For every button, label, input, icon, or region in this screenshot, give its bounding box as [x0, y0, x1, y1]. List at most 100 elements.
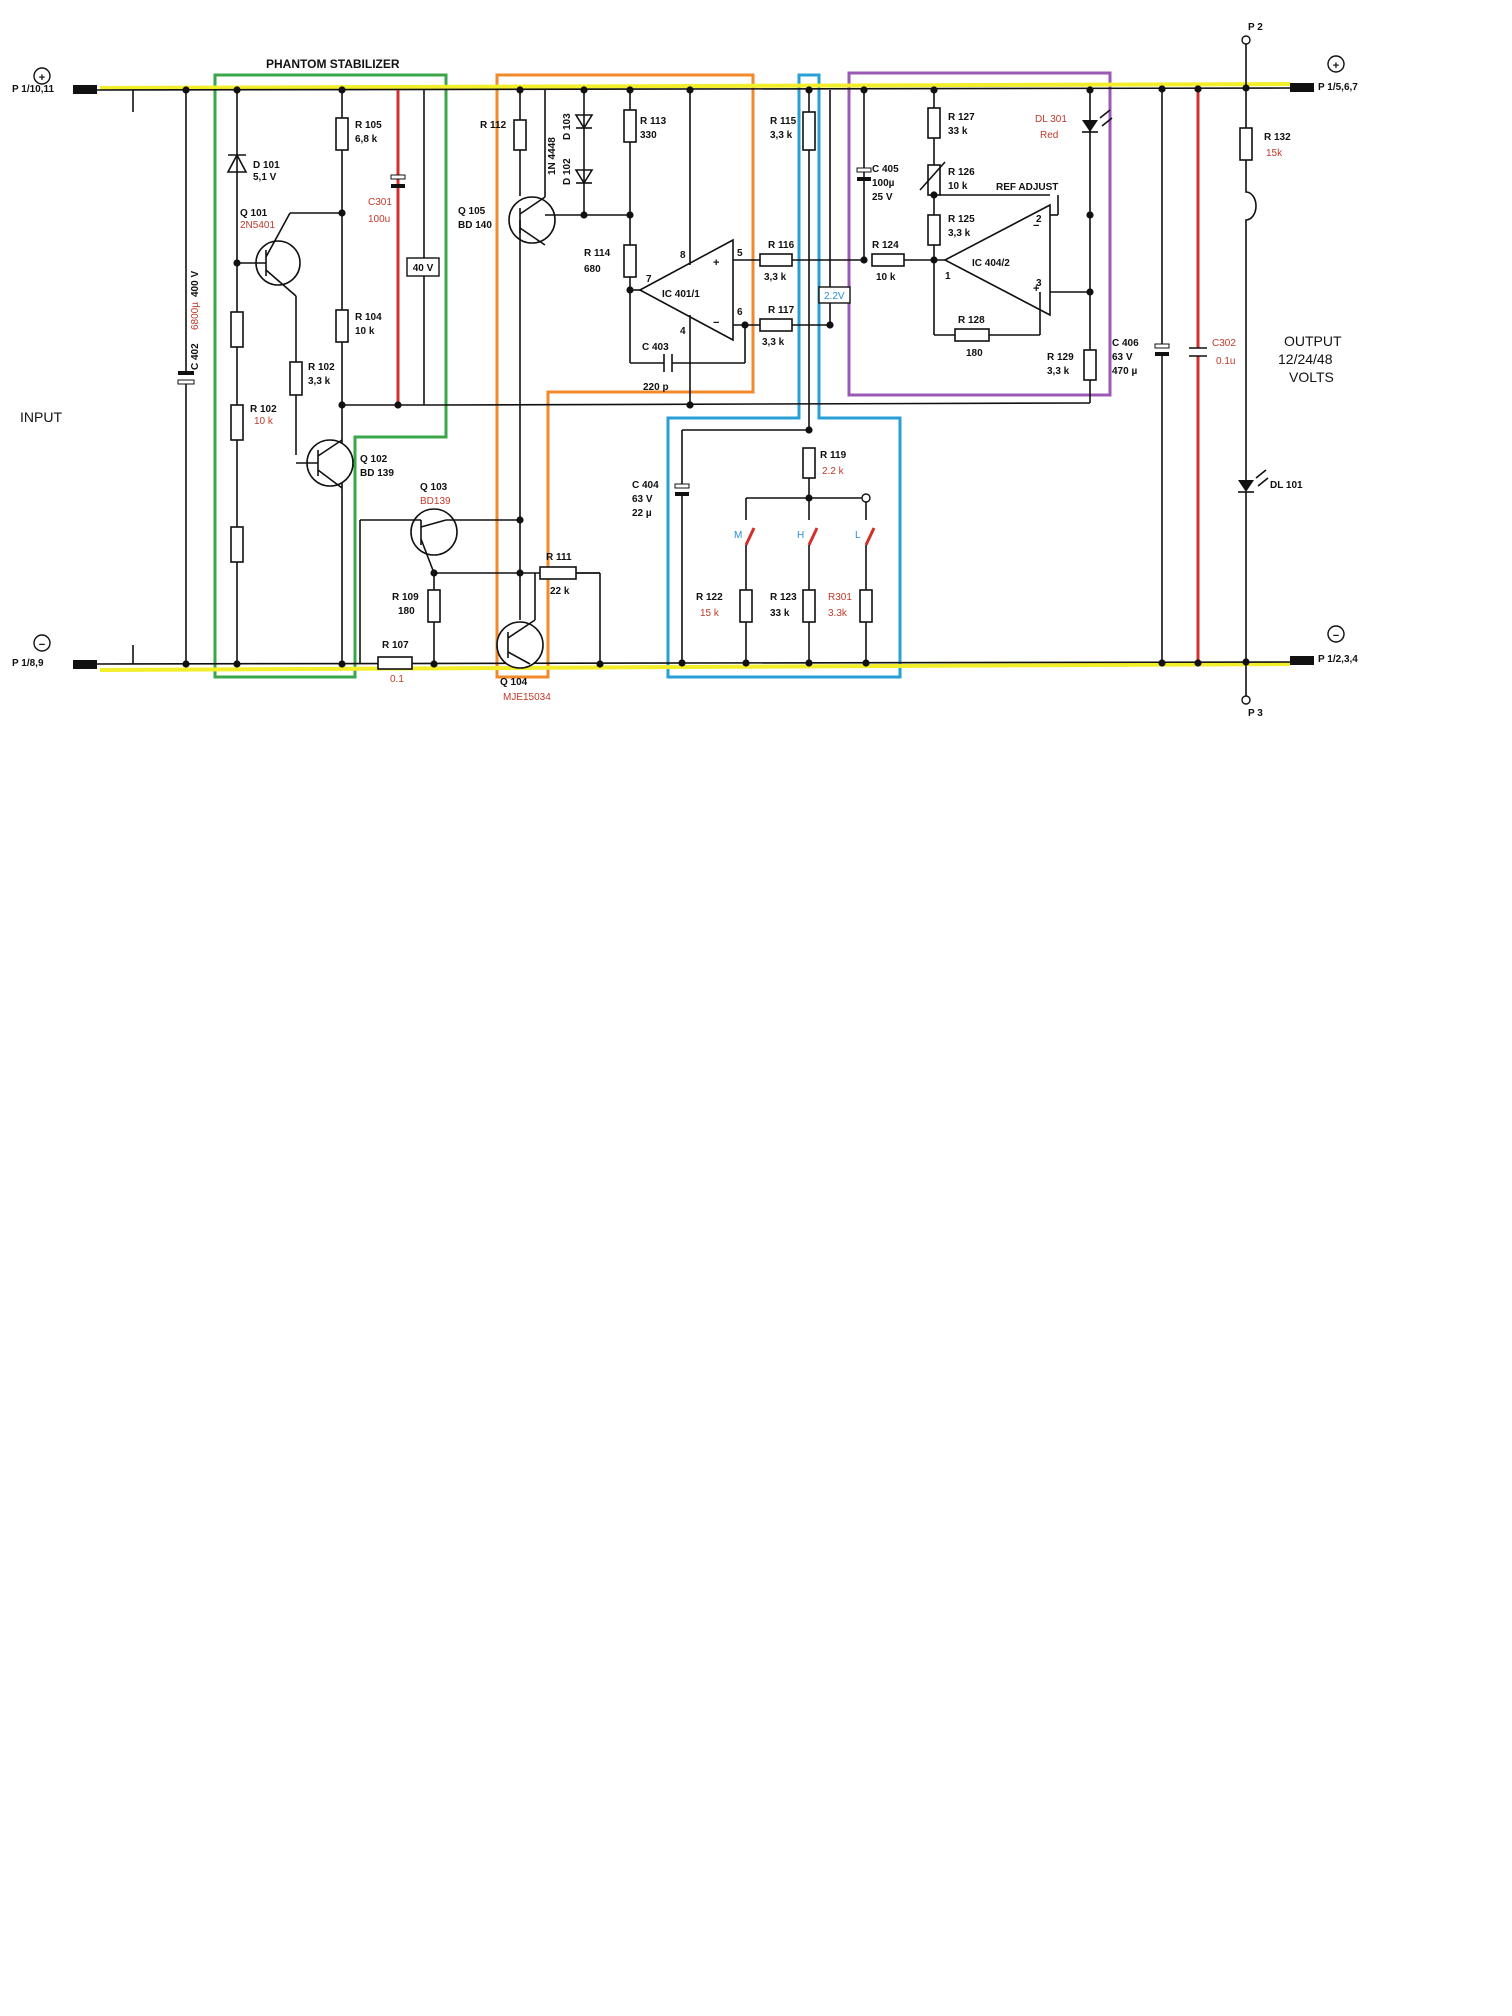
r111-resistor: [539, 566, 577, 580]
v22-label: 2.2V: [824, 291, 845, 302]
stabilizer-section-box: [213, 73, 448, 679]
ic401-pin4: 4: [680, 326, 686, 337]
q103-transistor: [410, 508, 458, 556]
r132-resistor: [1239, 127, 1253, 161]
r115-value: 3,3 k: [770, 130, 793, 141]
ic401-plus: +: [713, 257, 719, 269]
r117-value: 3,3 k: [762, 337, 785, 348]
ic404-plus: +: [1033, 283, 1039, 295]
positive-rail: [94, 87, 1296, 91]
r113-resistor: [623, 109, 637, 143]
r125-value: 3,3 k: [948, 228, 971, 239]
r102a-value: 3,3 k: [308, 376, 331, 387]
d101-value: 5,1 V: [253, 172, 277, 183]
ic404-opamp: [943, 203, 1051, 317]
r301-resistor: [859, 589, 873, 623]
r107-value: 0.1: [390, 674, 404, 685]
r116-resistor: [759, 253, 793, 267]
c403-value: 220 p: [643, 382, 669, 393]
dl301-led: [1082, 120, 1098, 132]
c404-capacitor: [674, 483, 690, 489]
ic404-pin3: 3: [1036, 278, 1042, 289]
dl101-name: DL 101: [1270, 480, 1303, 491]
r102a-resistor: [289, 361, 303, 396]
d103-name: D 103: [562, 113, 573, 140]
regulator-section-box: [495, 73, 755, 679]
switch-h[interactable]: [807, 527, 819, 546]
r105-value: 6,8 k: [355, 134, 378, 145]
r125-resistor: [927, 214, 941, 246]
r104-name: R 104: [355, 312, 382, 323]
r115-resistor: [802, 111, 816, 151]
r116-value: 3,3 k: [764, 272, 787, 283]
q104-part: MJE15034: [503, 692, 551, 703]
output-positive-terminal: [1290, 83, 1314, 92]
reference-section-box: [847, 71, 1112, 397]
r132-name: R 132: [1264, 132, 1291, 143]
r105-name: R 105: [355, 120, 382, 131]
r116-name: R 116: [768, 240, 795, 251]
switch-m[interactable]: [744, 527, 756, 546]
r124-resistor: [871, 253, 905, 267]
input-label: INPUT: [20, 409, 62, 425]
terminal-in-pos: P 1/10,11: [12, 84, 55, 95]
r127-value: 33 k: [948, 126, 968, 137]
d103-diode: [574, 114, 594, 130]
r126-name: R 126: [948, 167, 975, 178]
c405-rating: 25 V: [872, 192, 893, 203]
input-positive-terminal: [73, 85, 97, 94]
ref-adjust-label: REF ADJUST: [996, 182, 1058, 193]
r125-name: R 125: [948, 214, 975, 225]
c403-name: C 403: [642, 342, 669, 353]
input-negative-terminal: [73, 660, 97, 669]
ic401-minus: −: [713, 317, 719, 329]
ic401-pin6: 6: [737, 307, 743, 318]
v40-box: [406, 257, 440, 277]
q105-part: BD 140: [458, 220, 492, 231]
output-line2: 12/24/48: [1278, 351, 1333, 367]
ic401-pin5: 5: [737, 248, 743, 259]
v40-label: 40 V: [413, 263, 434, 274]
r129-value: 3,3 k: [1047, 366, 1070, 377]
r102b-resistor: [230, 311, 244, 348]
r119-name: R 119: [820, 450, 847, 461]
c406-name: C 406: [1112, 338, 1139, 349]
q103-part: BD139: [420, 496, 451, 507]
r105-resistor: [335, 117, 349, 151]
output-negative-terminal: [1290, 656, 1314, 665]
switch-m-label: M: [734, 530, 742, 541]
dl101-led: [1238, 480, 1254, 492]
c404-value: 22 µ: [632, 508, 652, 519]
d101-name: D 101: [253, 160, 280, 171]
r104-resistor: [335, 309, 349, 343]
r119-resistor: [802, 447, 816, 479]
r123-name: R 123: [770, 592, 797, 603]
r129-resistor: [1083, 349, 1097, 381]
d102-part: 1N 4448: [547, 137, 558, 175]
r113-value: 330: [640, 130, 657, 141]
input-minus-symbol: [33, 634, 51, 652]
ic401-pin7: 7: [646, 274, 652, 285]
r119-value: 2.2 k: [822, 466, 845, 477]
r109-resistor: [427, 589, 441, 623]
r115-name: R 115: [770, 116, 797, 127]
r123-value: 33 k: [770, 608, 790, 619]
c405-name: C 405: [872, 164, 899, 175]
r132-value: 15k: [1266, 148, 1283, 159]
r111-name: R 111: [546, 552, 572, 563]
r107-name: R 107: [382, 640, 409, 651]
r124-value: 10 k: [876, 272, 896, 283]
c402-value: 6800µ: [190, 302, 201, 330]
dl301-name: DL 301: [1035, 114, 1067, 125]
terminal-out-pos: P 1/5,6,7: [1318, 82, 1358, 93]
switch-l[interactable]: [864, 527, 876, 546]
ic404-label: IC 404/2: [972, 258, 1010, 269]
d102-name: D 102: [562, 158, 573, 185]
r122-name: R 122: [696, 592, 723, 603]
q101-part: 2N5401: [240, 220, 275, 231]
c406-capacitor: [1154, 343, 1170, 349]
q104-name: Q 104: [500, 677, 528, 688]
c301-name: C301: [368, 197, 392, 208]
r102b-name: R 102: [250, 404, 277, 415]
